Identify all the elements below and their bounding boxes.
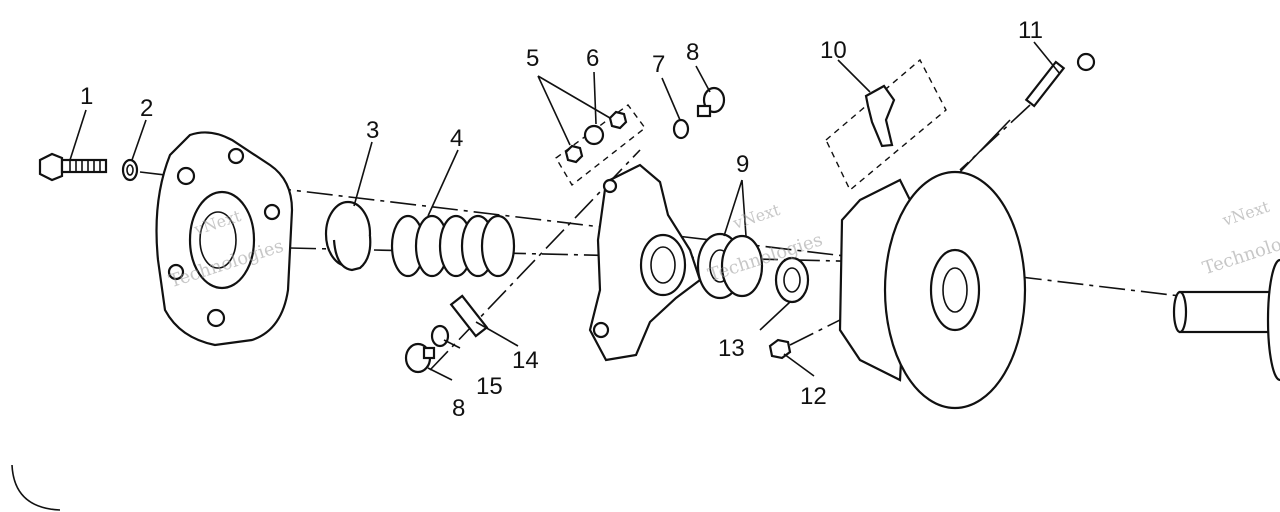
part-shaft <box>1172 258 1280 382</box>
callout-1: 1 <box>80 83 93 110</box>
callout-15: 15 <box>476 373 503 400</box>
part-washer-15 <box>430 324 450 348</box>
callout-7: 7 <box>652 51 665 78</box>
part-pin-14 <box>449 294 489 338</box>
part-spider <box>588 163 702 362</box>
callout-14: 14 <box>512 347 539 374</box>
callout-9: 9 <box>736 151 749 178</box>
part-pin-8-bottom <box>404 342 436 374</box>
part-rollers-5-6 <box>555 104 646 187</box>
part-bushing-3 <box>324 200 372 272</box>
part-ring-13 <box>774 256 810 304</box>
callout-10: 10 <box>820 37 847 64</box>
leader-lines <box>69 41 1061 381</box>
callout-13: 13 <box>718 335 745 362</box>
callout-3: 3 <box>366 117 379 144</box>
callout-12: 12 <box>800 383 827 410</box>
part-washer-2 <box>121 158 139 182</box>
part-flyweight-10 <box>825 58 947 192</box>
watermark-brand-2: vNext <box>730 200 783 233</box>
part-bolt-1 <box>38 152 108 182</box>
part-bolt-11 <box>1024 52 1096 108</box>
callout-2: 2 <box>140 95 153 122</box>
part-spring-4 <box>390 214 516 278</box>
callout-11: 11 <box>1018 17 1043 44</box>
watermark-brand-3: vNext <box>1219 197 1272 230</box>
watermark-line-3: Technologies <box>1200 222 1280 279</box>
part-nut-12 <box>768 338 792 360</box>
part-washer-7 <box>672 118 690 140</box>
part-cover-plate <box>155 131 294 347</box>
callout-6: 6 <box>586 45 599 72</box>
callout-5: 5 <box>526 45 539 72</box>
part-pin-8-top <box>696 86 726 118</box>
part-bearings-9 <box>696 232 764 300</box>
frame-corner <box>11 464 61 511</box>
callout-numbers: 1 2 3 4 5 6 7 8 9 10 11 8 12 13 14 15 <box>80 17 1043 422</box>
callout-8-bottom: 8 <box>452 395 465 422</box>
watermark-3: vNext Technologies <box>1200 197 1280 280</box>
callout-4: 4 <box>450 125 463 152</box>
callout-8-top: 8 <box>686 39 699 66</box>
part-fixed-sheave <box>838 170 1027 410</box>
